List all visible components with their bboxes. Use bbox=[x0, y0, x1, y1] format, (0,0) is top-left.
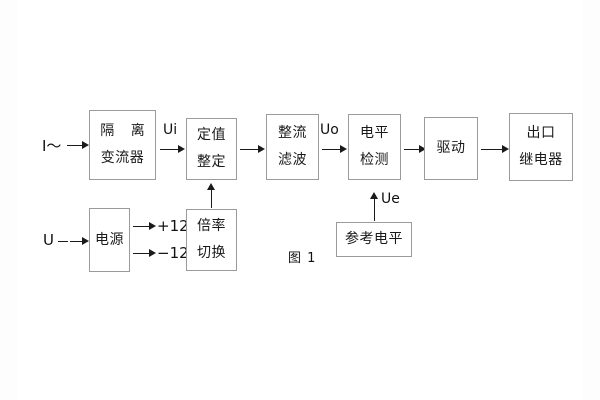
connector-drive-to-relay bbox=[481, 149, 503, 150]
block-rectify-filter: 整流 滤波 bbox=[266, 114, 319, 180]
figure-caption: 图 1 bbox=[288, 251, 317, 266]
block-line: 整定 bbox=[197, 154, 226, 170]
block-multiplier-switch: 倍率 切换 bbox=[186, 209, 237, 271]
block-output-relay: 出口 继电器 bbox=[509, 113, 573, 181]
arrowhead-voltage-input bbox=[82, 237, 89, 245]
block-line: 整流 bbox=[278, 125, 307, 142]
arrowhead-rail-positive bbox=[149, 222, 156, 230]
connector-rail-positive bbox=[133, 226, 150, 227]
block-line: 滤波 bbox=[278, 152, 307, 168]
connector-current-to-isolation bbox=[67, 145, 83, 146]
arrowhead-multiplier-to-setting bbox=[207, 183, 215, 190]
block-line: 出口 bbox=[526, 125, 556, 142]
signal-label-uo: Uo bbox=[320, 122, 339, 138]
arrowhead-ue bbox=[370, 192, 378, 199]
connector-rectify-to-level bbox=[322, 149, 341, 150]
block-line: 倍率 bbox=[197, 218, 226, 235]
block-drive: 驱动 bbox=[424, 117, 478, 180]
input-label-voltage: U bbox=[43, 231, 54, 249]
block-setting-value: 定值 整定 bbox=[186, 118, 237, 180]
arrowhead-ui bbox=[178, 145, 185, 153]
connector-reference-to-level bbox=[374, 199, 375, 221]
input-label-current: I～ bbox=[42, 137, 62, 155]
arrowhead-level-to-drive bbox=[419, 145, 426, 153]
connector-voltage-to-power bbox=[70, 241, 83, 242]
signal-label-ui: Ui bbox=[163, 122, 178, 138]
block-line: 检测 bbox=[360, 152, 389, 168]
connector-level-to-drive bbox=[404, 149, 420, 150]
connector-multiplier-to-setting bbox=[211, 190, 212, 208]
arrowhead-current-input bbox=[82, 141, 89, 149]
arrowhead-setting-to-rectify bbox=[258, 145, 265, 153]
block-level-detection: 电平 检测 bbox=[348, 114, 401, 180]
arrowhead-rail-negative bbox=[149, 249, 156, 257]
connector-rail-negative bbox=[133, 253, 150, 254]
figure-canvas bbox=[18, 0, 582, 400]
block-line: 继电器 bbox=[519, 152, 563, 168]
block-power-supply: 电源 bbox=[89, 208, 130, 272]
connector-isolation-to-setting bbox=[160, 149, 179, 150]
connector-voltage-dash bbox=[58, 241, 68, 242]
arrowhead-uo bbox=[340, 145, 347, 153]
block-line: 参考电平 bbox=[345, 231, 403, 248]
block-line: 驱动 bbox=[436, 140, 466, 157]
block-line: 切换 bbox=[197, 245, 226, 261]
connector-setting-to-rectify bbox=[240, 149, 259, 150]
block-line: 定值 bbox=[197, 127, 226, 144]
arrowhead-drive-to-relay bbox=[502, 145, 509, 153]
block-line: 电源 bbox=[95, 231, 124, 248]
block-line: 电平 bbox=[360, 125, 389, 142]
block-line: 隔 离 bbox=[100, 123, 151, 140]
signal-label-ue: Ue bbox=[381, 191, 400, 207]
block-isolation-transformer: 隔 离 变流器 bbox=[89, 110, 156, 180]
block-line: 变流器 bbox=[100, 150, 145, 166]
block-reference-level: 参考电平 bbox=[336, 222, 412, 257]
